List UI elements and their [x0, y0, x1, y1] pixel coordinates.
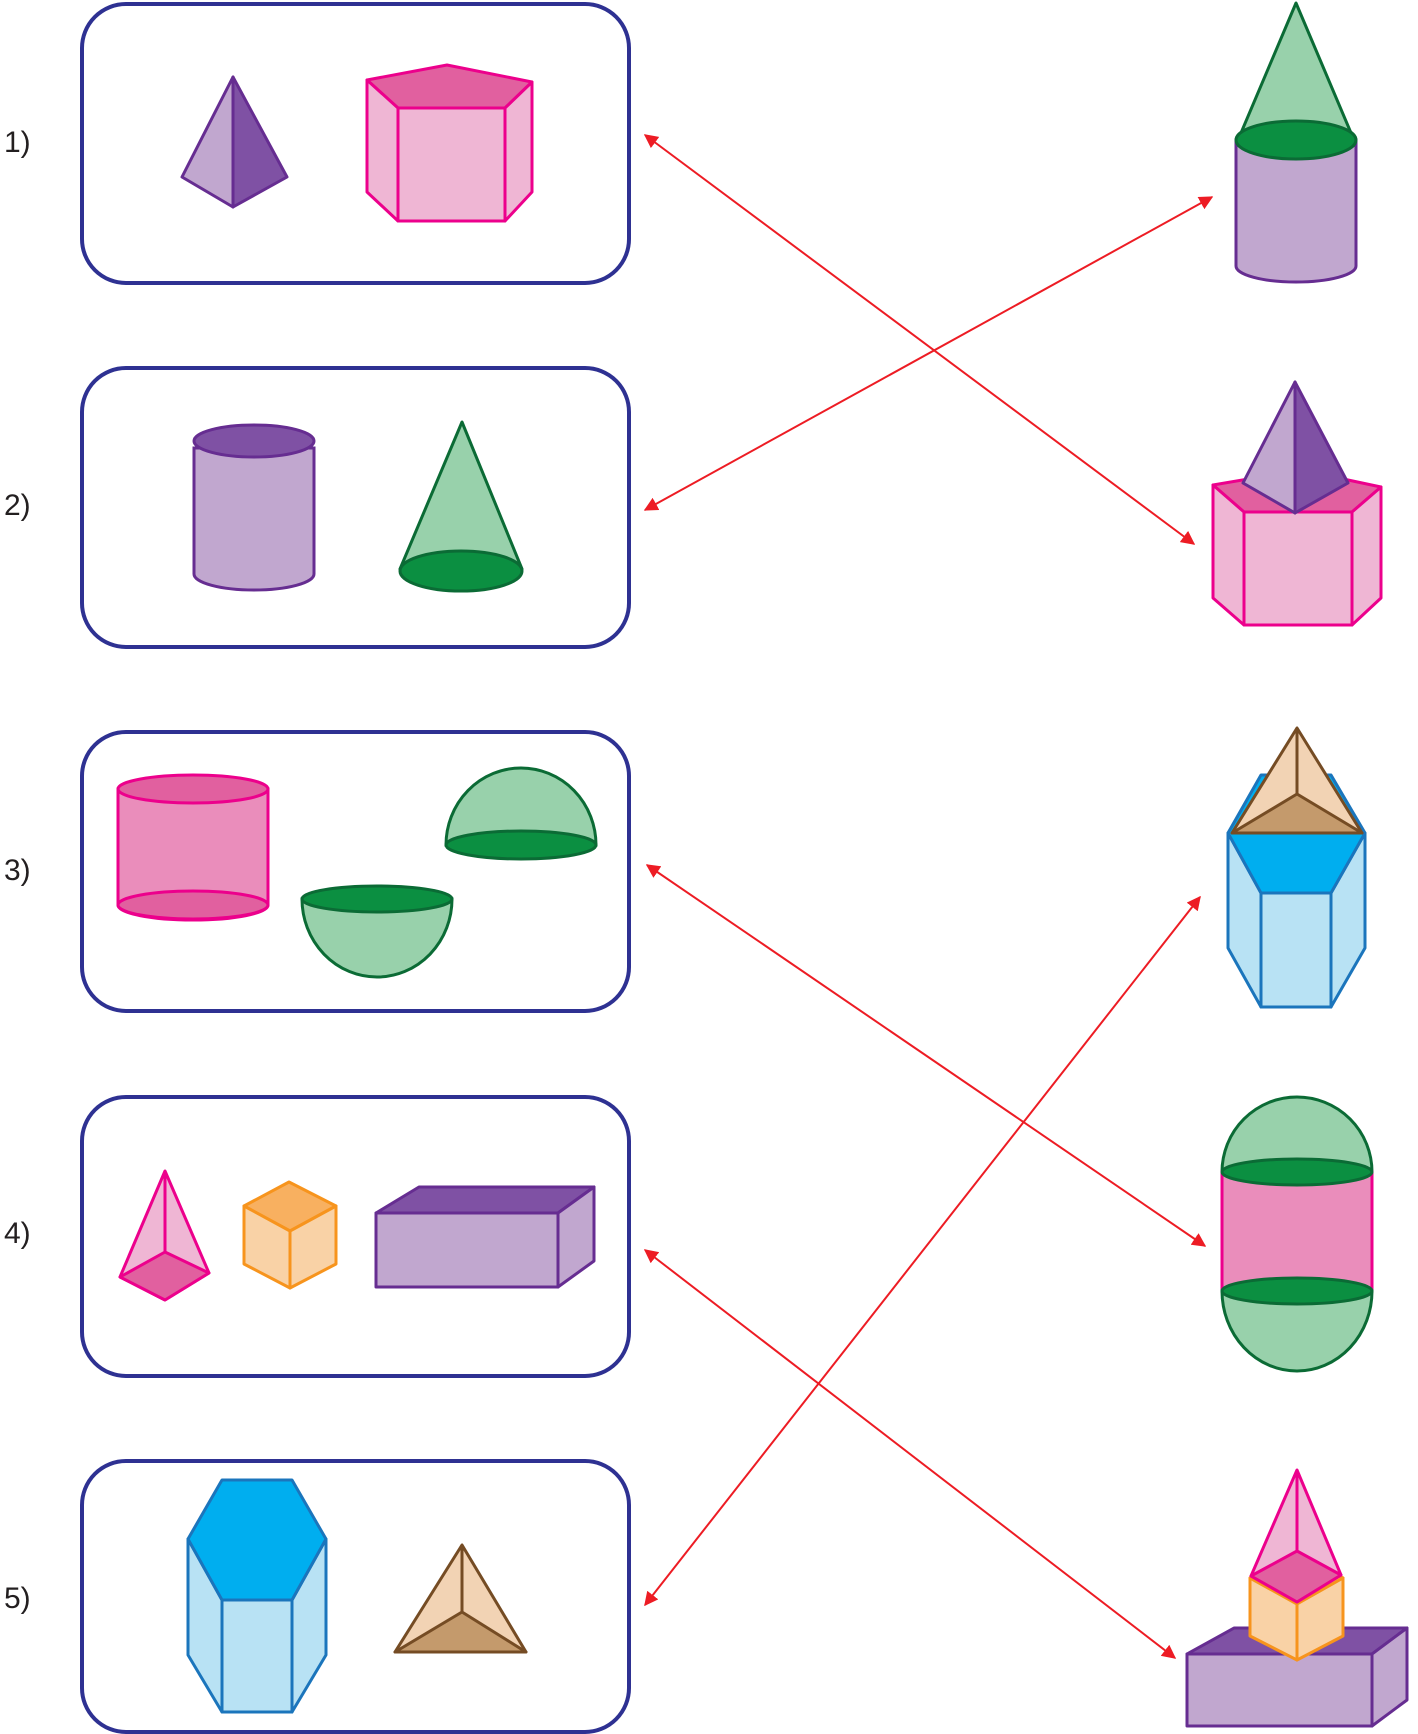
match-arrows — [643, 134, 1214, 1659]
label-4: 4) — [4, 1217, 31, 1250]
match-arrow-3 — [645, 864, 1207, 1247]
match-arrow-2 — [643, 196, 1214, 511]
label-3: 3) — [4, 854, 31, 887]
cylinder-icon — [116, 773, 270, 922]
match-arrow-4 — [643, 1249, 1177, 1659]
capsule-icon — [1220, 1095, 1374, 1373]
hemisphere-icon — [300, 884, 454, 979]
pyramid-on-hexagonal-prism-icon — [1211, 380, 1383, 627]
pyramid-icon — [118, 1169, 211, 1302]
hexagonal-prism-icon — [186, 1478, 328, 1714]
cylinder-icon — [192, 423, 316, 592]
match-arrow-1 — [643, 134, 1196, 545]
tetrahedron-icon — [393, 1543, 528, 1654]
label-5: 5) — [4, 1582, 31, 1615]
group-box-2 — [80, 366, 631, 649]
group-box-3 — [80, 730, 631, 1013]
label-1: 1) — [4, 126, 31, 159]
match-arrow-5 — [644, 895, 1201, 1607]
label-2: 2) — [4, 489, 31, 522]
tetrahedron-on-hexagonal-prism-icon — [1226, 726, 1367, 1009]
hexagonal-prism-icon — [365, 63, 534, 223]
pyramid-icon — [180, 75, 289, 209]
rectangular-prism-icon — [374, 1185, 596, 1289]
cube-icon — [242, 1180, 338, 1290]
cone-icon — [398, 420, 524, 593]
pyramid-on-cube-on-box-icon — [1185, 1468, 1409, 1728]
group-box-1 — [80, 2, 631, 285]
cone-on-cylinder-icon — [1234, 1, 1358, 284]
group-box-4 — [80, 1095, 631, 1378]
hemisphere-icon — [444, 766, 598, 861]
group-box-5 — [80, 1459, 631, 1734]
